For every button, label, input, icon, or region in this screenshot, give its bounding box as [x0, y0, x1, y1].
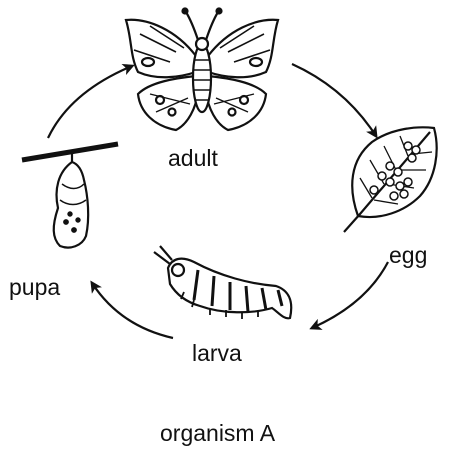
- stage-label-adult: adult: [168, 147, 218, 170]
- arrow-adult-to-egg: [292, 64, 376, 136]
- arrow-egg-to-larva: [312, 262, 388, 328]
- chrysalis-icon: [22, 144, 118, 248]
- stage-label-egg: egg: [389, 244, 427, 267]
- stage-label-pupa: pupa: [9, 276, 60, 299]
- butterfly-icon: [126, 9, 278, 131]
- caterpillar-icon: [154, 246, 291, 319]
- arrow-pupa-to-adult: [48, 66, 132, 138]
- diagram-caption: organism A: [160, 422, 275, 445]
- arrow-larva-to-pupa: [92, 283, 173, 338]
- leaf-with-eggs-icon: [344, 127, 437, 232]
- stage-label-larva: larva: [192, 342, 242, 365]
